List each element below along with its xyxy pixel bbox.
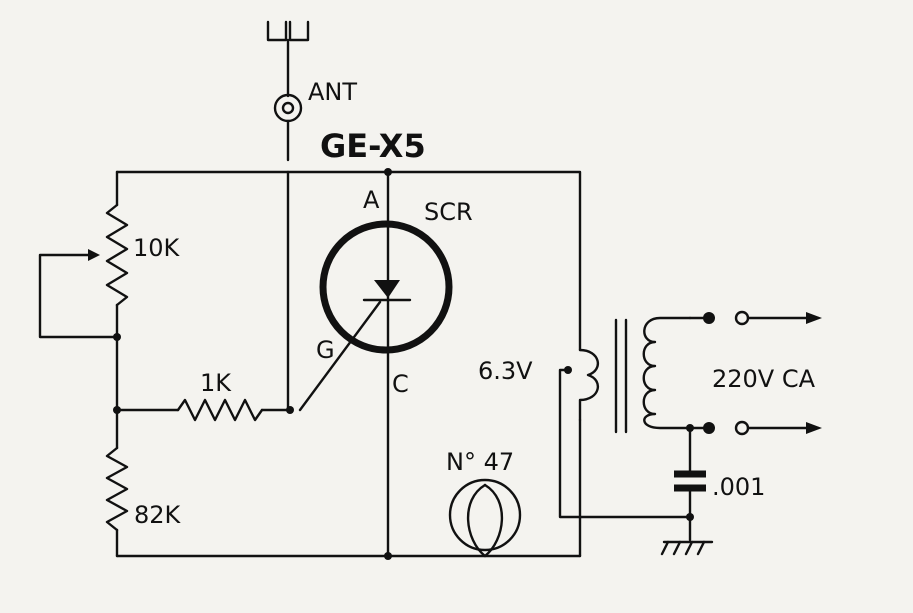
resistor-1k [115, 170, 292, 422]
cathode-label: C [392, 370, 409, 398]
r-bottom-label: 82K [134, 501, 182, 529]
ground-icon [660, 540, 714, 556]
output-terminals [688, 310, 822, 436]
lamp-label: N° 47 [446, 448, 514, 476]
antenna-symbol [266, 20, 310, 162]
cathode-junction [384, 552, 392, 560]
gate-label: G [316, 336, 335, 364]
transformer-symbol [558, 316, 692, 519]
potentiometer-10k [38, 170, 129, 339]
resistor-82k [105, 335, 129, 558]
anode-label: A [363, 186, 380, 214]
mains-label: 220V CA [712, 365, 816, 393]
scr-symbol [298, 170, 453, 558]
top-wire [115, 170, 582, 558]
r-gate-label: 1K [200, 369, 232, 397]
device-type-label: GE-X5 [320, 127, 426, 165]
pot-label: 10K [133, 234, 181, 262]
antenna-label: ANT [308, 78, 357, 106]
scr-label: SCR [424, 198, 473, 226]
gate-junction [286, 406, 294, 414]
filament-voltage-label: 6.3V [478, 357, 533, 385]
cap-label: .001 [712, 473, 765, 501]
lamp-symbol [448, 478, 522, 558]
capacitor-symbol [674, 424, 706, 542]
